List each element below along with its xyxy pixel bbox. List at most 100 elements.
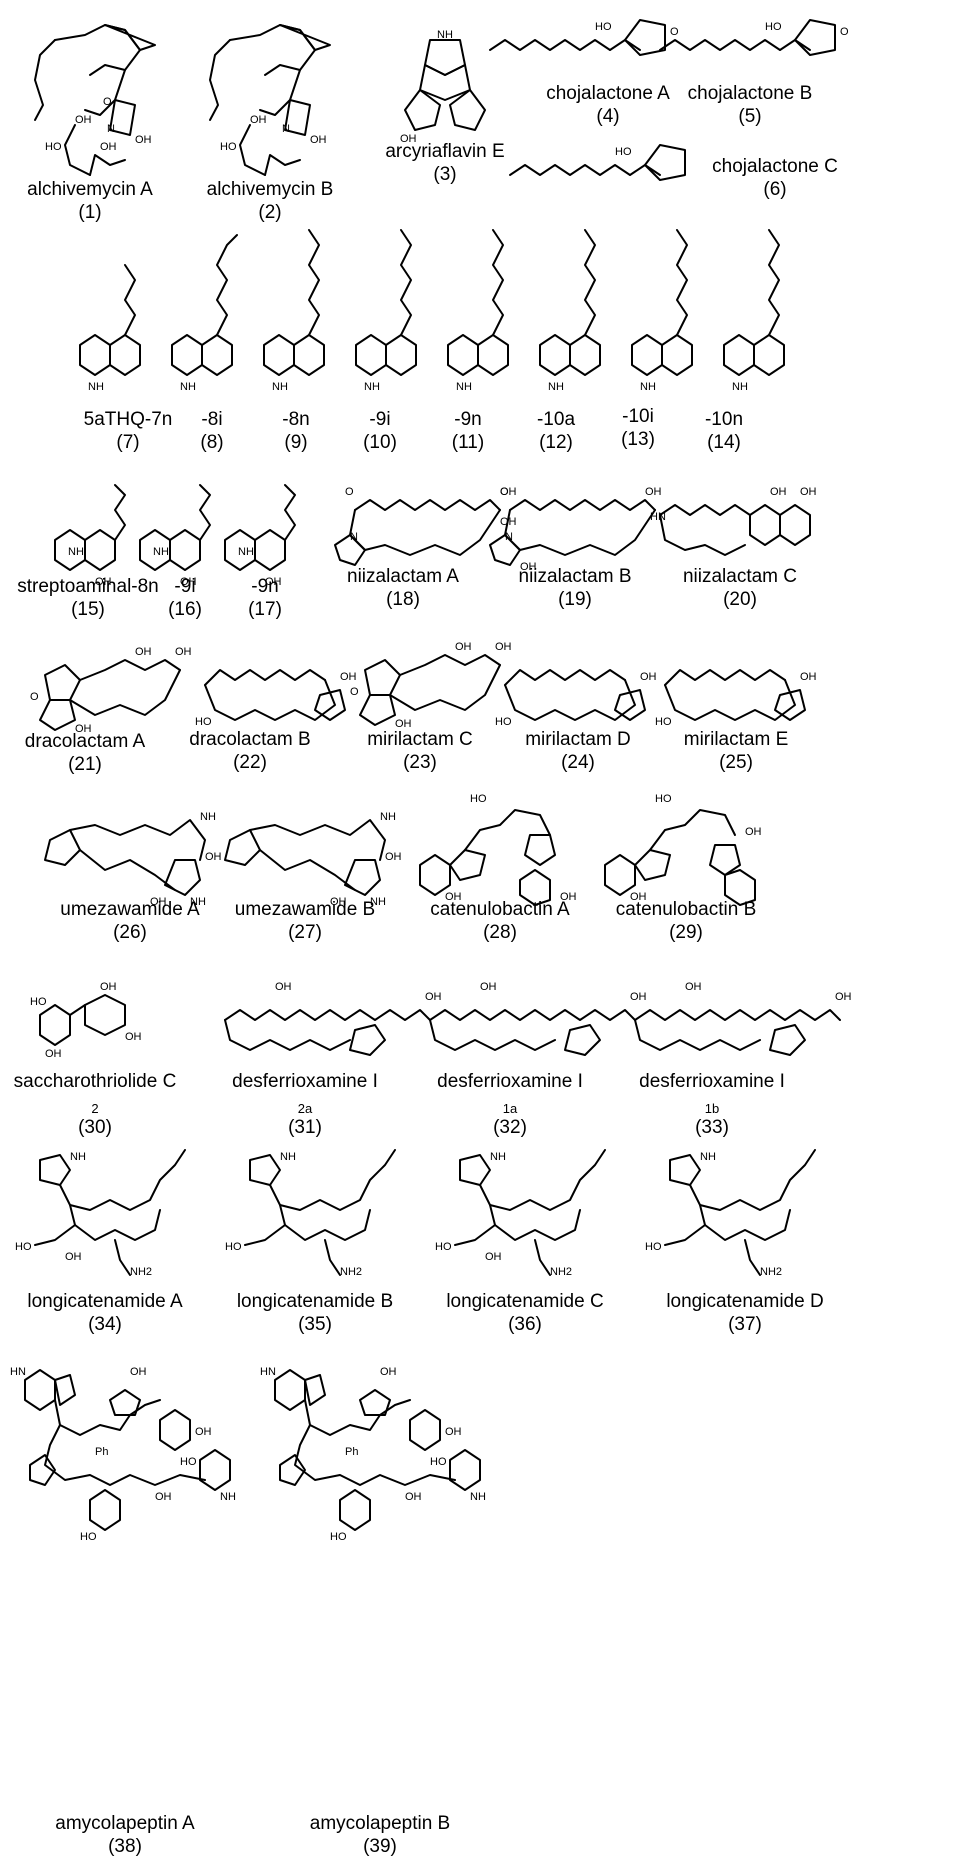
- atom-oh: OH: [135, 134, 152, 146]
- svg-text:OH: OH: [65, 1251, 82, 1263]
- atom-ho: HO: [615, 146, 632, 158]
- structure-umezawamide-b: NH OH OH NH: [224, 811, 402, 908]
- caption-39: amycolapeptin B(39): [309, 1813, 451, 1857]
- svg-text:OH: OH: [130, 1366, 147, 1378]
- svg-text:OH: OH: [180, 576, 197, 588]
- thq-7: NH: [79, 264, 141, 393]
- svg-text:OH: OH: [155, 1491, 172, 1503]
- streptoaminal-9i: NH OH: [139, 484, 211, 588]
- atom-ho: HO: [765, 21, 782, 33]
- svg-text:OH: OH: [770, 486, 787, 498]
- svg-text:N: N: [350, 531, 358, 543]
- caption-18: niizalactam A(18): [347, 566, 459, 610]
- caption-22: dracolactam B(22): [189, 729, 311, 773]
- caption-27: umezawamide B(27): [234, 899, 376, 943]
- svg-text:OH: OH: [800, 486, 817, 498]
- svg-text:OH: OH: [640, 671, 657, 683]
- svg-text:Ph: Ph: [345, 1446, 358, 1458]
- svg-text:NH2: NH2: [340, 1266, 362, 1278]
- thq-8i: NH: [171, 234, 238, 393]
- caption-23: mirilactam C(23): [367, 729, 473, 773]
- caption-2: alchivemycin B(2): [206, 179, 334, 223]
- svg-text:Ph: Ph: [95, 1446, 108, 1458]
- svg-text:HN: HN: [260, 1366, 276, 1378]
- svg-text:NH: NH: [700, 1151, 716, 1163]
- svg-text:OH: OH: [135, 646, 152, 658]
- svg-text:NH: NH: [470, 1491, 486, 1503]
- svg-text:OH: OH: [205, 851, 222, 863]
- atom-o: O: [103, 96, 112, 108]
- svg-text:OH: OH: [405, 1491, 422, 1503]
- caption-16: -9i(16): [168, 576, 202, 620]
- caption-26: umezawamide A(26): [60, 899, 200, 943]
- atom-n: N: [282, 123, 290, 135]
- svg-text:HO: HO: [645, 1241, 662, 1253]
- structure-amycolapeptin-a: OH Ph OH HO OH HO NH HN: [10, 1366, 236, 1543]
- svg-text:HO: HO: [225, 1241, 242, 1253]
- caption-12: -10a(12): [536, 409, 576, 453]
- structure-dracolactam-b: HO OH: [195, 669, 357, 728]
- svg-text:NH: NH: [220, 1491, 236, 1503]
- svg-text:NH: NH: [380, 811, 396, 823]
- svg-text:NH: NH: [88, 381, 104, 393]
- caption-34: longicatenamide A(34): [27, 1291, 183, 1335]
- svg-text:NH: NH: [732, 381, 748, 393]
- caption-29: catenulobactin B(29): [615, 899, 757, 943]
- svg-text:HO: HO: [655, 793, 672, 805]
- svg-text:HO: HO: [195, 716, 212, 728]
- svg-text:OH: OH: [95, 576, 112, 588]
- svg-text:NH: NH: [370, 896, 386, 908]
- svg-text:NH2: NH2: [130, 1266, 152, 1278]
- svg-text:OH: OH: [520, 561, 537, 573]
- svg-text:NH: NH: [153, 546, 169, 558]
- svg-text:OH: OH: [480, 981, 497, 993]
- svg-text:HO: HO: [180, 1456, 197, 1468]
- thq-9i: NH: [355, 229, 417, 393]
- svg-text:NH: NH: [190, 896, 206, 908]
- svg-text:OH: OH: [630, 991, 647, 1003]
- thq-10a: NH: [539, 229, 601, 393]
- svg-text:OH: OH: [425, 991, 442, 1003]
- svg-text:OH: OH: [275, 981, 292, 993]
- svg-text:HO: HO: [80, 1531, 97, 1543]
- atom-o: O: [670, 26, 679, 38]
- svg-text:NH: NH: [364, 381, 380, 393]
- caption-9: -8n(9): [282, 409, 310, 453]
- svg-text:OH: OH: [100, 981, 117, 993]
- svg-text:NH: NH: [640, 381, 656, 393]
- svg-text:HO: HO: [470, 793, 487, 805]
- svg-text:OH: OH: [495, 641, 512, 653]
- svg-text:OH: OH: [395, 718, 412, 730]
- svg-text:NH: NH: [272, 381, 288, 393]
- caption-4: chojalactone A(4): [546, 83, 670, 127]
- caption-3: arcyriaflavin E(3): [385, 141, 505, 185]
- svg-text:HO: HO: [330, 1531, 347, 1543]
- svg-text:OH: OH: [645, 486, 662, 498]
- svg-text:OH: OH: [340, 671, 357, 683]
- atom-ho: HO: [45, 141, 62, 153]
- thq-9n: NH: [447, 229, 509, 393]
- structure-desferrioxamine-i2a: OH OH: [224, 981, 442, 1056]
- svg-text:OH: OH: [265, 576, 282, 588]
- caption-1: alchivemycin A(1): [27, 179, 153, 223]
- svg-text:OH: OH: [385, 851, 402, 863]
- caption-5: chojalactone B(5): [687, 83, 813, 127]
- svg-text:OH: OH: [125, 1031, 142, 1043]
- svg-text:OH: OH: [330, 896, 347, 908]
- caption-10: -9i(10): [363, 409, 397, 453]
- svg-text:HN: HN: [10, 1366, 26, 1378]
- svg-text:OH: OH: [195, 1426, 212, 1438]
- svg-text:OH: OH: [835, 991, 852, 1003]
- thq-8n: NH: [263, 229, 325, 393]
- atom-oh: OH: [100, 141, 117, 153]
